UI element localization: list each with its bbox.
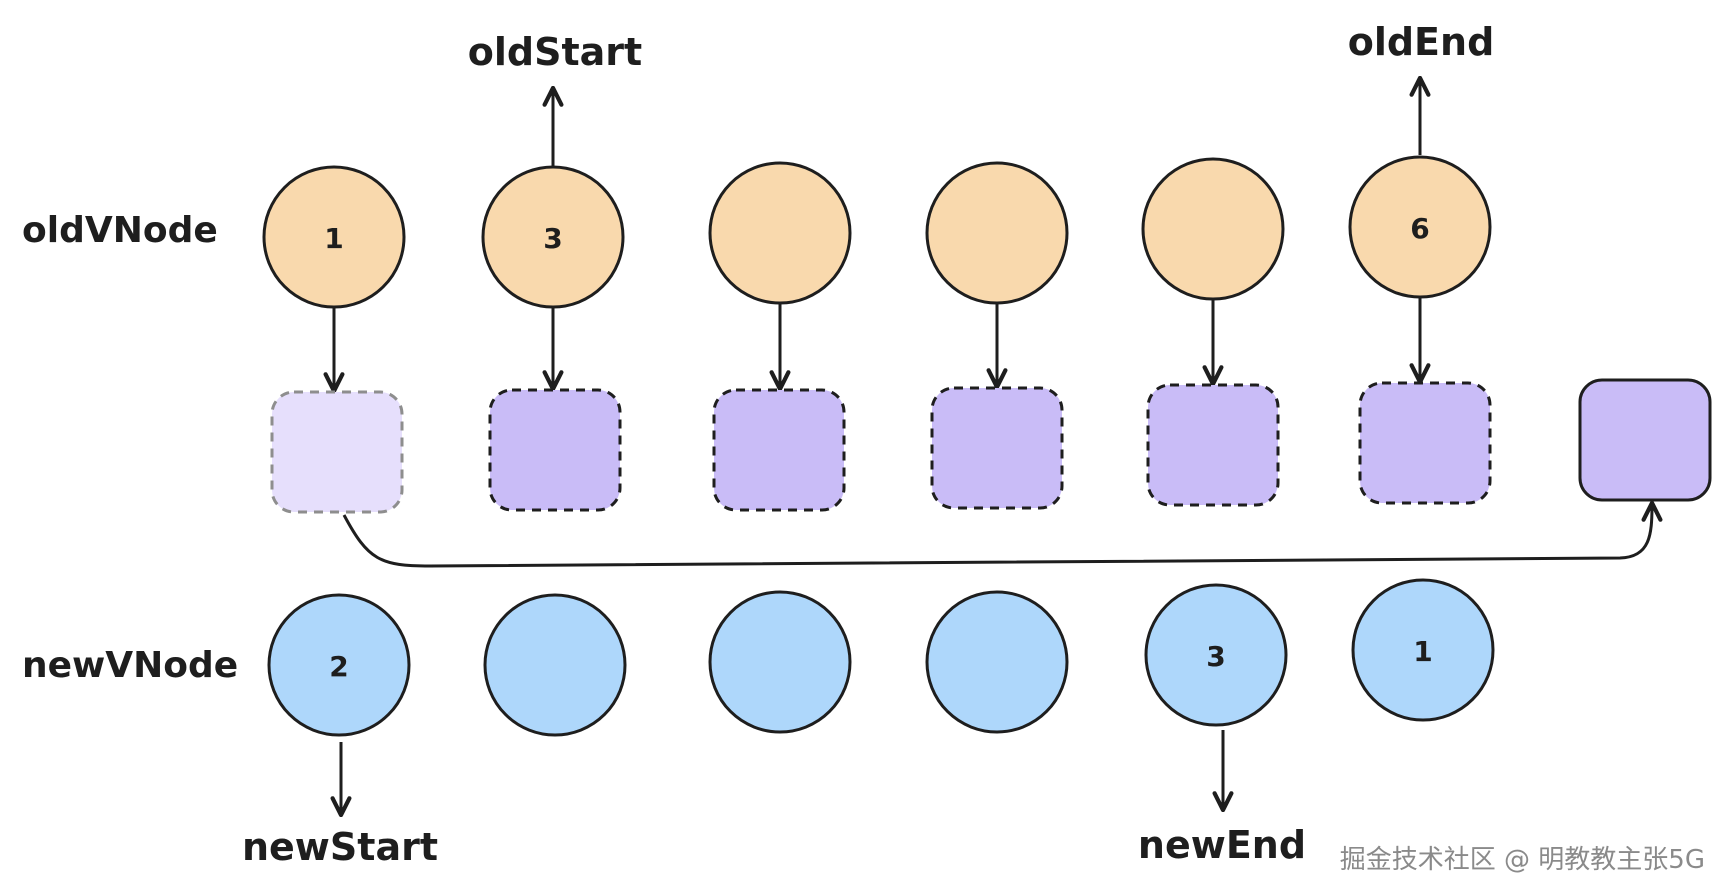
dom-node-2: [488, 388, 622, 512]
dom-node-1-removed: [270, 390, 404, 514]
dom-node-4: [930, 386, 1064, 510]
new-vnode-4: [925, 590, 1069, 734]
move-arrow: [342, 500, 1663, 568]
old-vnode-5: [1141, 157, 1285, 301]
dom-node-3: [712, 388, 846, 512]
old-vnode-1-key: 1: [324, 222, 343, 255]
old-vnode-row: 1 3 6: [262, 155, 1492, 309]
dom-node-5: [1146, 383, 1280, 507]
new-vnode-6-key: 1: [1413, 635, 1432, 668]
old-vnode-3: [708, 161, 852, 305]
new-vnode-1-key: 2: [329, 650, 348, 683]
old-start-label: oldStart: [468, 30, 642, 74]
old-end-label: oldEnd: [1348, 20, 1495, 64]
old-vnode-6-key: 6: [1410, 212, 1429, 245]
new-vnode-5-key: 3: [1206, 640, 1225, 673]
real-dom-row: [270, 381, 1492, 514]
new-vnode-row: 2 3 1: [267, 578, 1495, 737]
new-vnode-5: [1144, 583, 1288, 727]
old-vnode-row-label: oldVNode: [22, 210, 218, 251]
old-vnode-2-key: 3: [543, 222, 562, 255]
watermark: 掘金技术社区 @ 明教教主张5G: [1340, 845, 1705, 875]
old-vnode-4: [925, 161, 1069, 305]
dom-node-6: [1358, 381, 1492, 505]
new-vnode-3: [708, 590, 852, 734]
moved-dom-node: [1578, 378, 1712, 502]
new-vnode-2: [483, 593, 627, 737]
new-start-label: newStart: [242, 825, 438, 869]
new-vnode-6: [1351, 578, 1495, 722]
new-end-label: newEnd: [1138, 823, 1306, 867]
vnode-dom-links: [323, 297, 1431, 394]
new-vnode-1: [267, 593, 411, 737]
new-vnode-row-label: newVNode: [22, 645, 238, 686]
